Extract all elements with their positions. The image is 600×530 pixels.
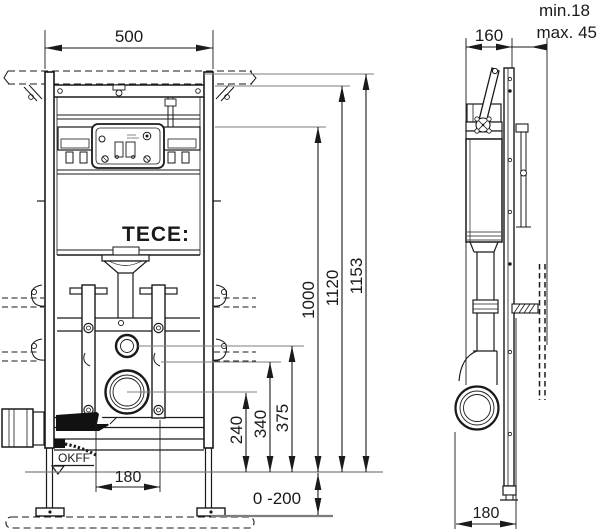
dim-label-500: 500: [115, 27, 143, 46]
side-view: [454, 40, 546, 501]
dim-label-min18: min.18: [539, 1, 590, 20]
frame: [37, 71, 221, 508]
drain-socket: [1, 408, 45, 448]
side-foot: [500, 485, 518, 501]
side-flush-pipe: [472, 252, 499, 351]
dim-label-180-side: 180: [473, 505, 500, 522]
dim-label-1153: 1153: [347, 258, 366, 295]
ceiling-brackets: [23, 84, 235, 102]
water-inlet-circle: [114, 333, 140, 359]
dim-label-160: 160: [475, 26, 503, 45]
side-brace: [474, 67, 500, 134]
dim-heights: [242, 74, 370, 472]
dim-depth-bottom: [454, 318, 517, 529]
wc-mounting-rails: [57, 284, 200, 419]
okff-label: OKFF: [58, 451, 90, 465]
dim-label-0-200: 0 -200: [253, 489, 301, 508]
dim-width-bottom: [95, 420, 161, 492]
dim-label-240: 240: [227, 416, 246, 444]
dim-width-top: [44, 30, 214, 69]
dim-floor-adjust: [314, 473, 322, 515]
side-wall-brackets: [2, 284, 256, 362]
side-drain-elbow: [454, 350, 500, 431]
dim-label-375: 375: [273, 404, 292, 432]
dim-label-max45: max. 45: [537, 23, 597, 42]
wall-anchor-rod: [515, 123, 531, 228]
dim-label-340: 340: [251, 410, 270, 438]
flush-bend-pipe: [101, 246, 150, 318]
brand-logo: TECE:: [122, 223, 190, 246]
okff-marker: [50, 464, 94, 475]
ceiling-band: [3, 70, 257, 85]
dim-label-1120: 1120: [323, 270, 342, 307]
dim-depth-top: [465, 38, 548, 345]
dim-label-1000: 1000: [299, 281, 318, 319]
dim-label-180-front: 180: [115, 469, 142, 486]
wall-support-bracket: [511, 264, 546, 400]
raw-floor-band: [5, 516, 255, 529]
leader-lines: [25, 73, 383, 518]
feet: [35, 507, 226, 517]
front-view: [1, 70, 257, 529]
dimensions: [25, 30, 548, 529]
inspection-box: [91, 123, 165, 169]
side-frame-rail: [503, 67, 515, 487]
